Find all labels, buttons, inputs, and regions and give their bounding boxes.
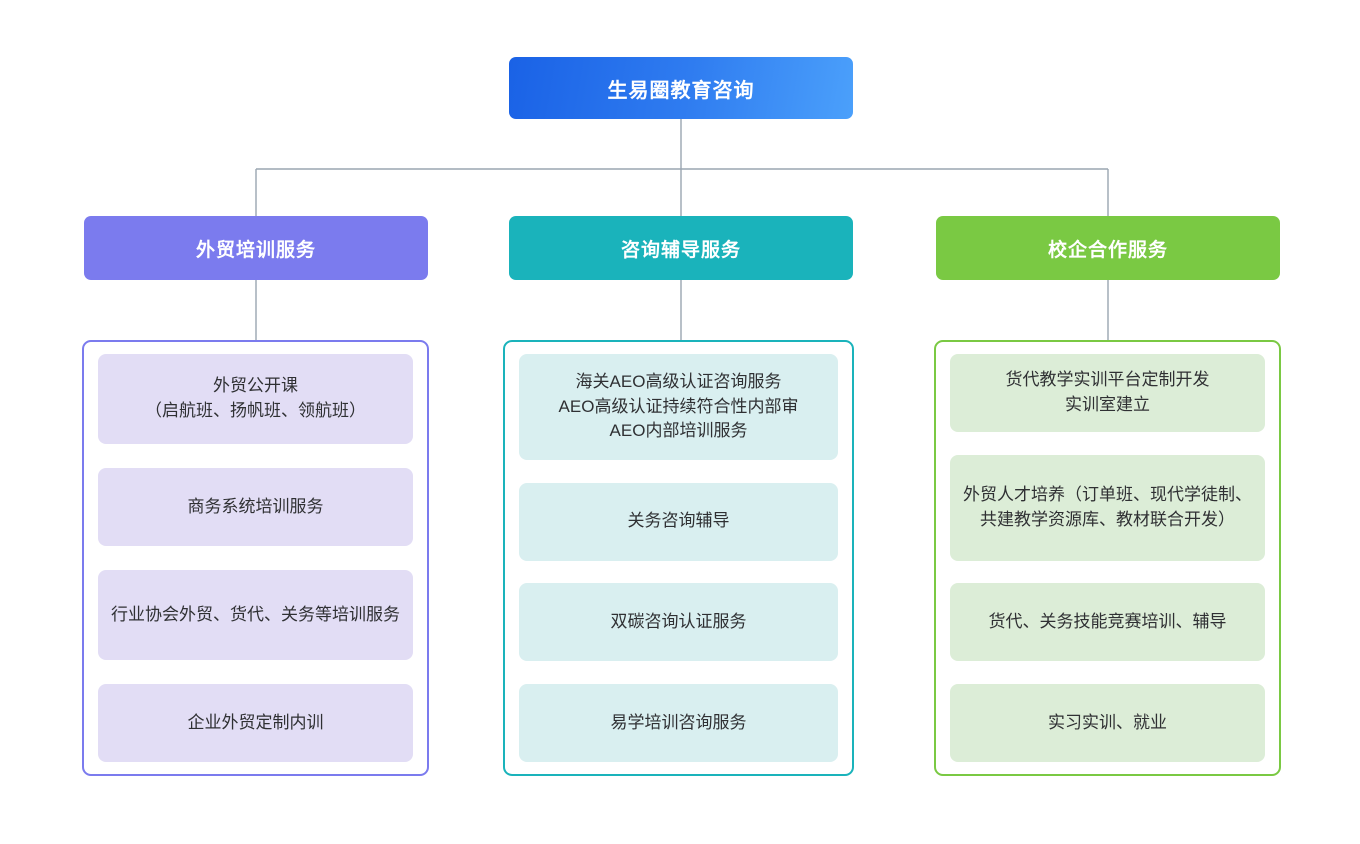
column-header-label: 外贸培训服务 (195, 239, 316, 261)
service-card[interactable]: 企业外贸定制内训 (98, 684, 413, 762)
root-node[interactable]: 生易圈教育咨询 (509, 57, 853, 119)
root-node-label: 生易圈教育咨询 (607, 79, 755, 102)
service-card[interactable]: 关务咨询辅导 (519, 482, 838, 561)
service-card[interactable]: 双碳咨询认证服务 (519, 583, 838, 662)
column-header-label: 校企合作服务 (1047, 239, 1168, 261)
service-card[interactable]: 外贸公开课 （启航班、扬帆班、领航班） (98, 354, 413, 444)
column-header-xiaoqi-hezuo[interactable]: 校企合作服务 (936, 216, 1280, 280)
service-card[interactable]: 货代教学实训平台定制开发 实训室建立 (950, 354, 1265, 432)
service-card[interactable]: 行业协会外贸、货代、关务等培训服务 (98, 570, 413, 660)
column-header-zixun-fudao[interactable]: 咨询辅导服务 (509, 216, 853, 280)
column-header-label: 咨询辅导服务 (620, 239, 741, 261)
group-box-waimao-peixun: 外贸公开课 （启航班、扬帆班、领航班） 商务系统培训服务 行业协会外贸、货代、关… (82, 340, 429, 776)
group-box-xiaoqi-hezuo: 货代教学实训平台定制开发 实训室建立 外贸人才培养（订单班、现代学徒制、共建教学… (934, 340, 1281, 776)
service-card[interactable]: 货代、关务技能竞赛培训、辅导 (950, 583, 1265, 662)
group-box-zixun-fudao: 海关AEO高级认证咨询服务 AEO高级认证持续符合性内部审 AEO内部培训服务 … (503, 340, 854, 776)
service-card[interactable]: 外贸人才培养（订单班、现代学徒制、共建教学资源库、教材联合开发） (950, 454, 1265, 561)
service-card[interactable]: 海关AEO高级认证咨询服务 AEO高级认证持续符合性内部审 AEO内部培训服务 (519, 354, 838, 460)
column-header-waimao-peixun[interactable]: 外贸培训服务 (84, 216, 428, 280)
service-card[interactable]: 商务系统培训服务 (98, 468, 413, 546)
service-card[interactable]: 实习实训、就业 (950, 683, 1265, 762)
service-card[interactable]: 易学培训咨询服务 (519, 683, 838, 762)
